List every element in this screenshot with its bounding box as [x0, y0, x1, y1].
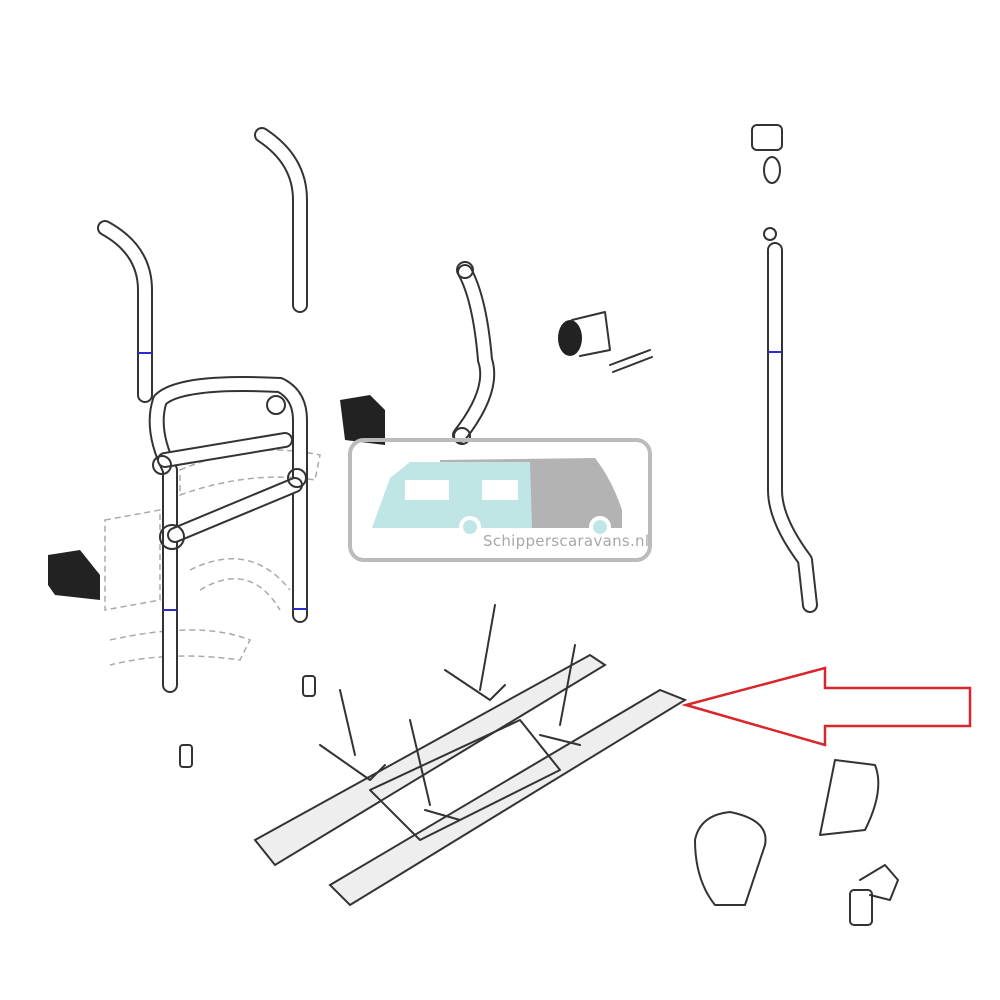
tension-rod	[763, 227, 818, 613]
lock-cylinder	[849, 864, 899, 926]
clip-part	[179, 744, 193, 768]
callout-arrow	[681, 666, 972, 747]
clip-part	[302, 675, 316, 697]
upright-tube-left	[97, 220, 153, 403]
lock-hook	[751, 124, 783, 184]
vehicle-mount-outline	[104, 449, 321, 666]
rack-frame	[148, 376, 308, 693]
upright-tube-right	[254, 127, 308, 313]
watermark-text: Schipperscaravans.nl	[483, 532, 650, 550]
bike-carrier-platform	[253, 604, 688, 907]
holding-arm	[452, 261, 496, 445]
watermark-logo	[348, 438, 652, 562]
reflector-tape-roll	[558, 311, 653, 373]
wheel-holder-cap	[694, 811, 767, 906]
wheel-holder-cap	[819, 759, 880, 836]
mounting-bracket-center	[340, 395, 385, 445]
mounting-bracket-left	[48, 550, 100, 600]
